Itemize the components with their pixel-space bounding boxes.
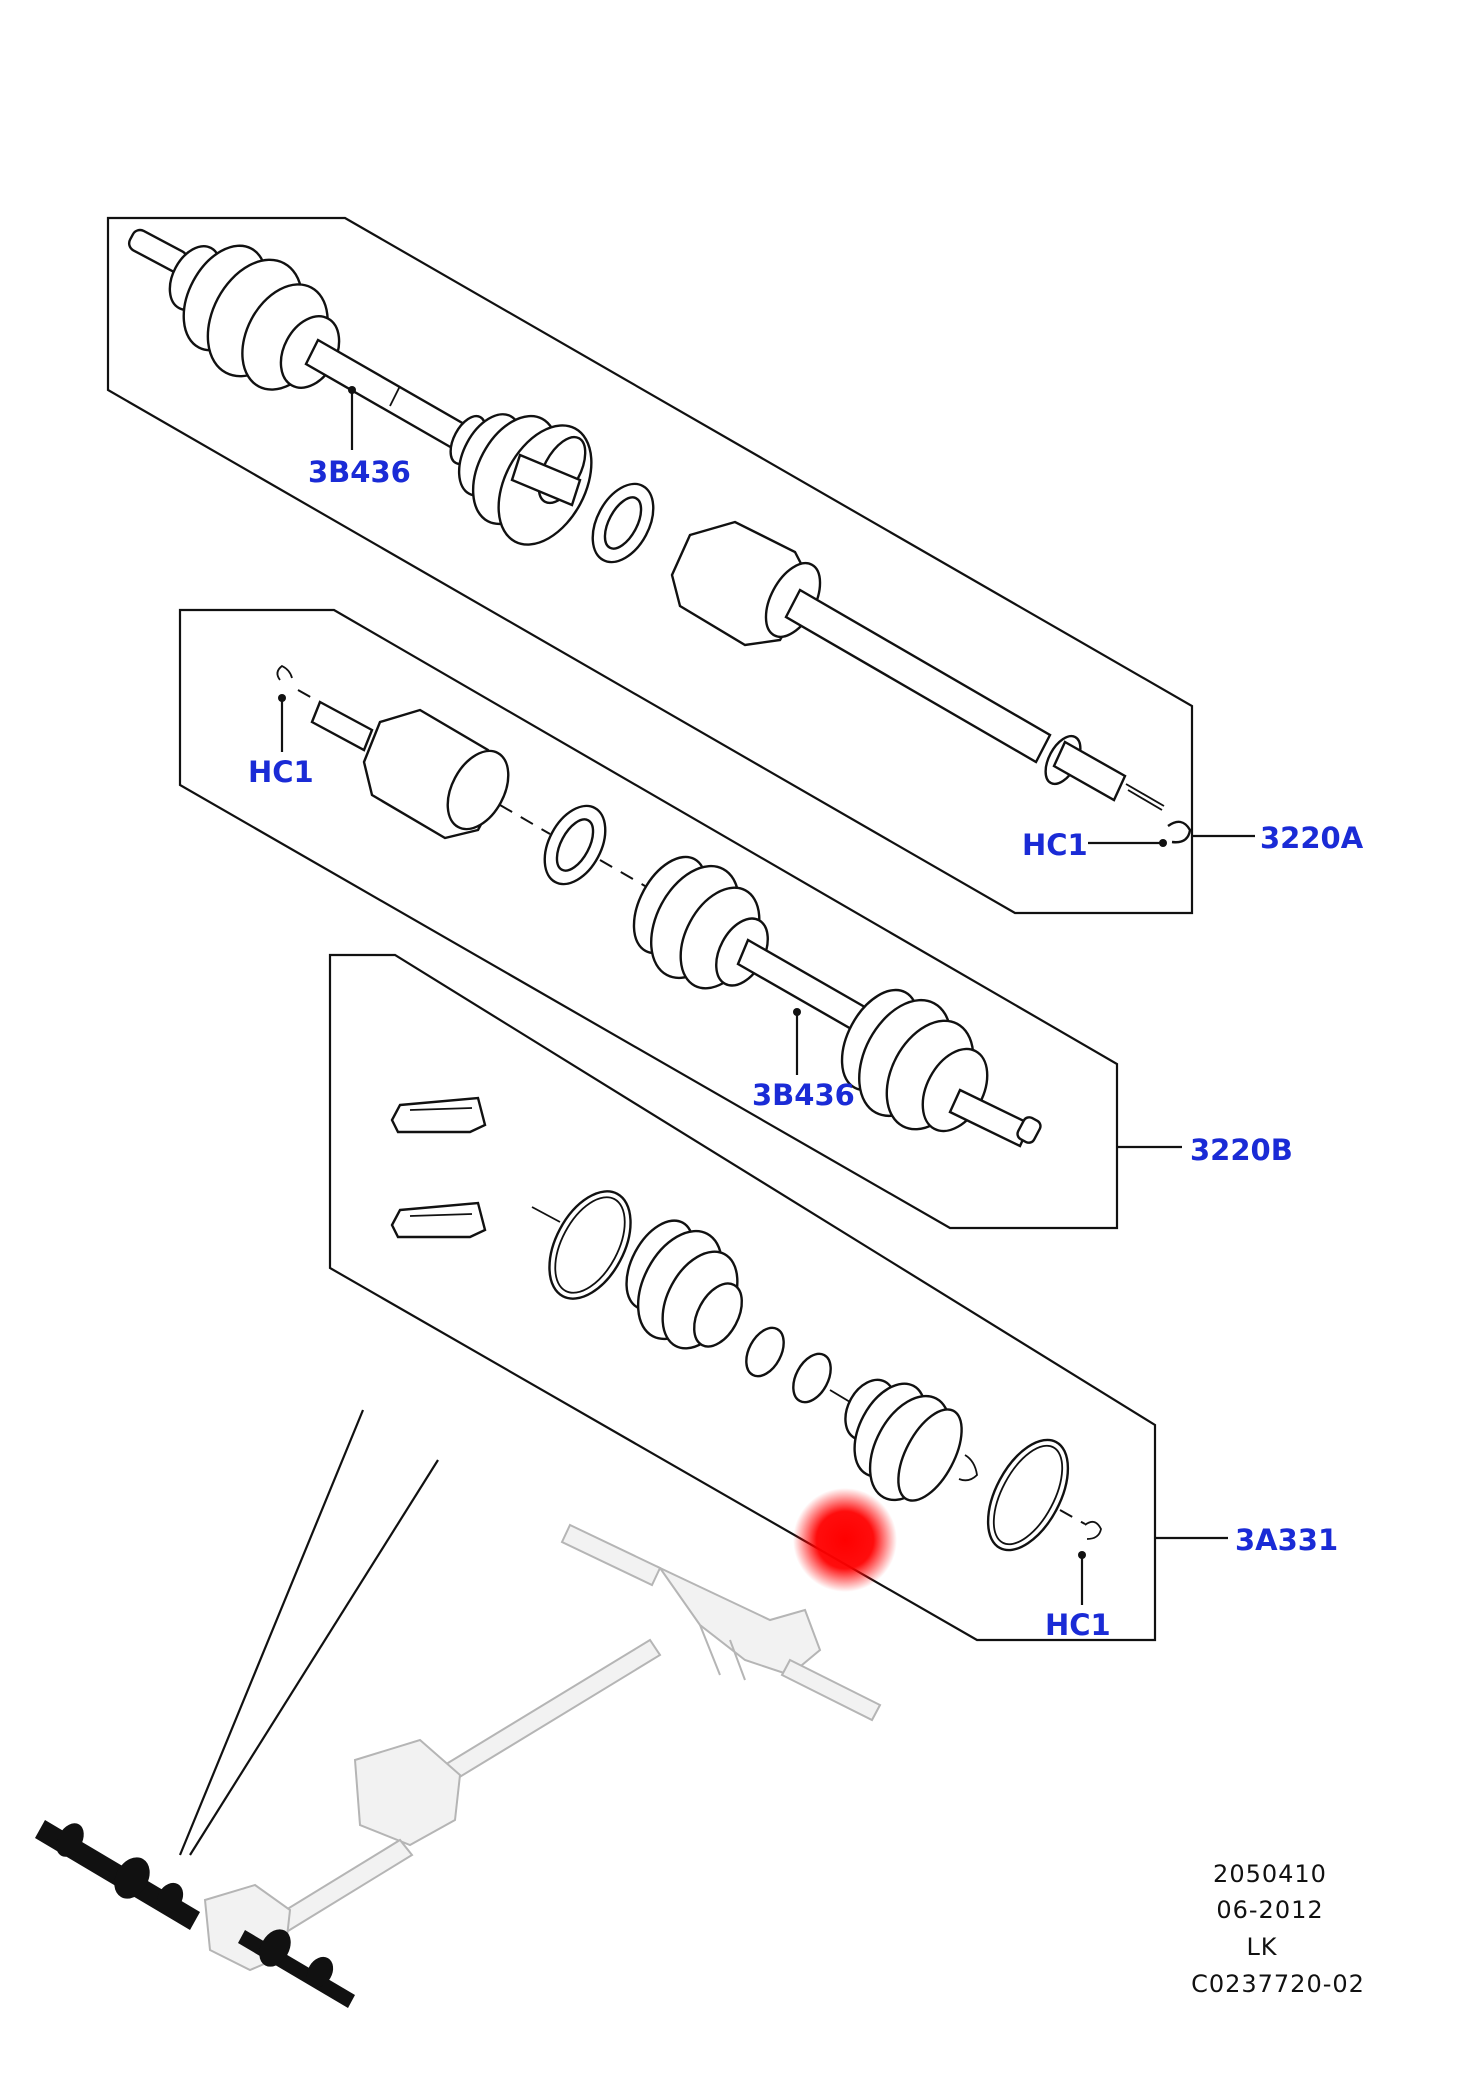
leader-lines [278, 386, 1255, 1605]
group-outline-3220b [178, 608, 1119, 1230]
highlight-marker [793, 1488, 897, 1592]
vehicle-locator-drawing [35, 1409, 882, 2008]
callout-3b436-upper[interactable]: 3B436 [308, 455, 411, 489]
upper-drive-shaft [127, 228, 1192, 844]
group-outline-3a331 [328, 953, 1157, 1642]
drawing-number: 2050410 [1213, 1860, 1327, 1888]
drawing-code: LK [1246, 1933, 1277, 1961]
callout-3b436-middle[interactable]: 3B436 [752, 1078, 855, 1112]
callout-hc1-upper-left[interactable]: HC1 [248, 755, 314, 789]
callout-3220a[interactable]: 3220A [1260, 821, 1364, 855]
catalog-reference: C0237720-02 [1191, 1970, 1365, 1998]
callout-3a331[interactable]: 3A331 [1235, 1523, 1338, 1557]
drawing-date: 06-2012 [1216, 1896, 1323, 1924]
group-outline-3220a [106, 216, 1194, 915]
joint-kit-parts [390, 1096, 1102, 1552]
callout-3220b[interactable]: 3220B [1190, 1133, 1293, 1167]
callout-hc1-lower[interactable]: HC1 [1045, 1608, 1111, 1642]
middle-drive-shaft [276, 664, 1042, 1148]
callout-hc1-upper-right[interactable]: HC1 [1022, 828, 1088, 862]
